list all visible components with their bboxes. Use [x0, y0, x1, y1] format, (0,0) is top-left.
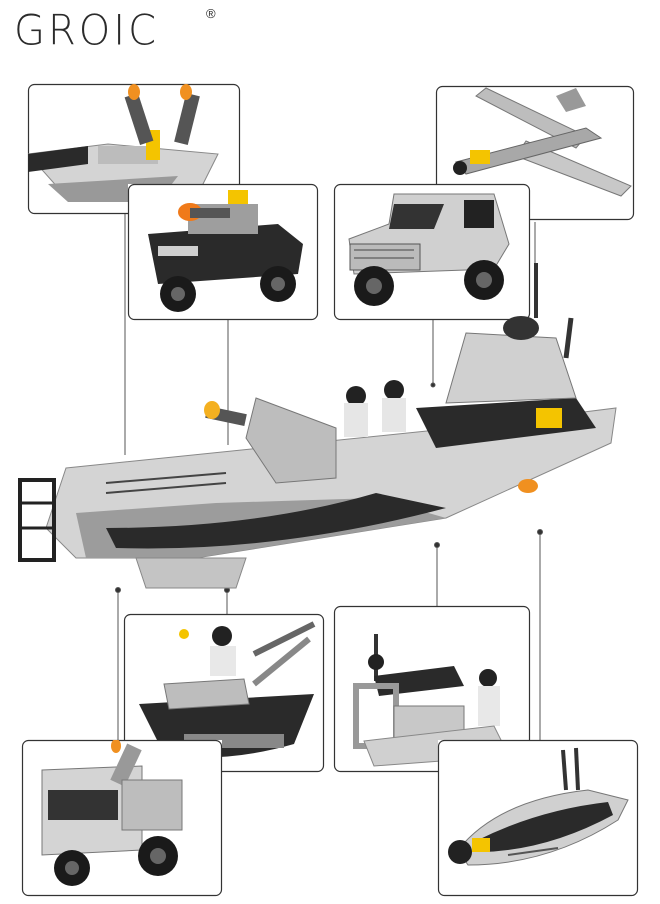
fighter-plane-image — [453, 87, 632, 197]
brand-logo: GROIC — [14, 6, 159, 56]
frame-border — [333, 183, 531, 321]
aircraft-carrier-image — [18, 263, 617, 589]
model-frame-suv — [333, 183, 531, 321]
frame-border — [21, 739, 223, 897]
model-frame-missile-truck — [21, 739, 223, 897]
tank-car-image — [148, 190, 303, 312]
frame-border — [435, 85, 635, 221]
patrol-boat-image — [139, 621, 316, 758]
submarine-image — [448, 747, 629, 866]
frame-border — [333, 605, 531, 773]
suv-image — [348, 193, 510, 306]
frame-border — [123, 613, 325, 773]
frame-border — [127, 183, 319, 321]
model-frame-submarine — [437, 739, 639, 897]
missile-truck-image — [41, 740, 183, 886]
model-frame-tank-car — [127, 183, 319, 321]
model-frame-fighter-plane — [435, 85, 635, 221]
frame-border — [437, 739, 639, 897]
registered-mark: ® — [206, 6, 216, 21]
